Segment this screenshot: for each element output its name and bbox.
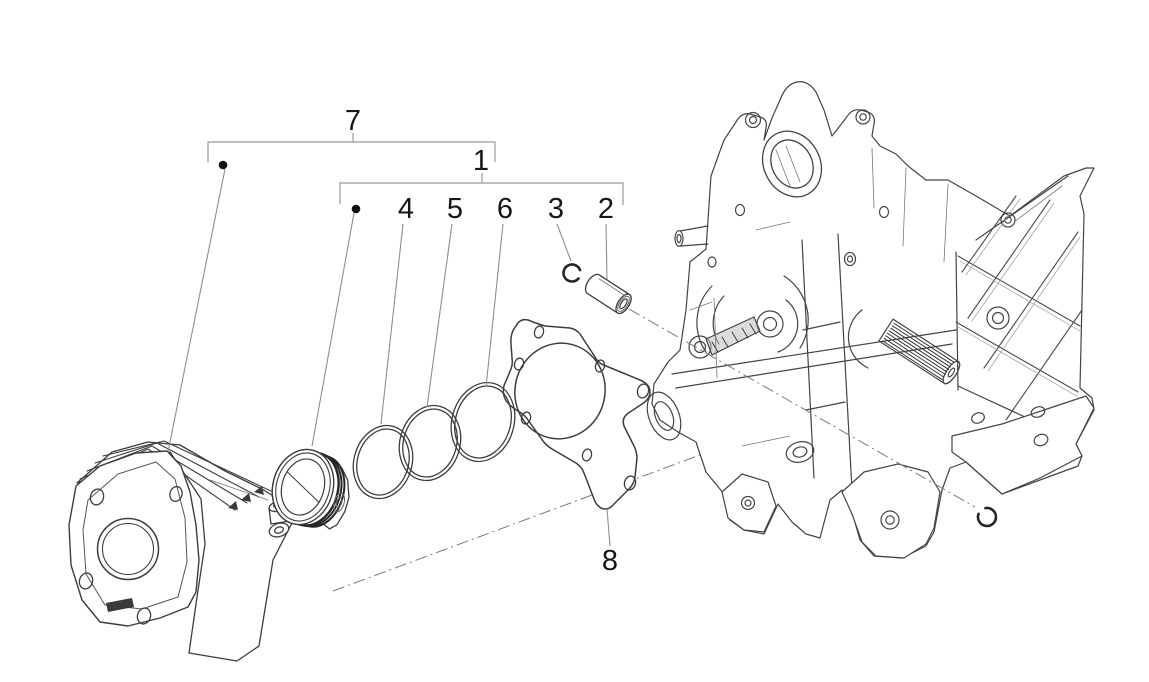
cylinder-bolt-holes xyxy=(78,485,183,625)
piston-pin-part[interactable] xyxy=(582,272,634,316)
centerline-cylinder-axis xyxy=(332,454,701,592)
callout-label-2: 2 xyxy=(598,193,614,225)
crankcase-rib-lattice xyxy=(955,175,1083,425)
callout-label-4: 4 xyxy=(398,193,414,225)
leader-line-5 xyxy=(426,223,453,408)
crankcase-part[interactable] xyxy=(641,81,1095,559)
piston-ring-top-part[interactable] xyxy=(345,418,421,505)
cylinder-part[interactable] xyxy=(68,440,294,662)
centerline-pin-axis xyxy=(628,308,976,508)
callout-group-8[interactable]: 8 xyxy=(602,508,618,577)
leader-bullet xyxy=(218,160,228,170)
crankcase-detail-lines xyxy=(689,145,1063,447)
bracket-7 xyxy=(207,141,496,162)
piston-part[interactable] xyxy=(264,442,359,536)
piston-ring-bottom-part[interactable] xyxy=(442,375,524,469)
leader-line-8 xyxy=(606,508,611,547)
cylinder-bore xyxy=(96,517,160,581)
callout-group-3[interactable]: 3 xyxy=(548,193,572,262)
crankcase-seal-boss xyxy=(646,391,682,441)
leader-line-6 xyxy=(485,223,504,388)
piston-pin-boss xyxy=(333,492,346,513)
leader-line-3 xyxy=(556,223,572,262)
bracket-1 xyxy=(339,182,624,205)
callout-label-7: 7 xyxy=(345,105,361,137)
crankcase-left-stud xyxy=(674,225,709,247)
leader-bullet xyxy=(351,204,361,214)
connecting-rod-and-chamber xyxy=(688,275,809,359)
leader-line-7 xyxy=(167,168,226,453)
callout-group-6[interactable]: 6 xyxy=(485,193,513,388)
callout-label-8: 8 xyxy=(602,545,618,577)
callout-group-2[interactable]: 2 xyxy=(598,193,614,280)
leader-line-4 xyxy=(380,223,404,425)
gasket-part[interactable] xyxy=(502,318,651,510)
callout-group-1[interactable]: 1 xyxy=(311,145,624,447)
crankcase-cam-opening xyxy=(761,130,823,198)
callout-group-4[interactable]: 4 xyxy=(380,193,414,425)
cylinder-base-face xyxy=(68,450,200,627)
callout-label-6: 6 xyxy=(497,193,513,225)
leader-line-2 xyxy=(605,223,608,280)
circlip-part[interactable] xyxy=(562,263,582,283)
crankshaft-splined-end xyxy=(878,318,961,385)
callout-layer: 7 1 4 5 6 3 2 xyxy=(167,105,624,577)
crankcase-legs xyxy=(721,463,941,559)
crankcase-front-pillar xyxy=(671,233,957,491)
fin-vent-slots xyxy=(228,486,264,510)
callout-label-3: 3 xyxy=(548,193,564,225)
callout-group-7[interactable]: 7 xyxy=(167,105,496,453)
callout-label-5: 5 xyxy=(447,193,463,225)
callout-label-1: 1 xyxy=(473,145,489,177)
snap-ring-right-part[interactable] xyxy=(976,506,998,528)
crankcase-foot-plate xyxy=(951,395,1095,495)
leader-line-1 xyxy=(311,212,355,447)
callout-group-5[interactable]: 5 xyxy=(426,193,463,408)
